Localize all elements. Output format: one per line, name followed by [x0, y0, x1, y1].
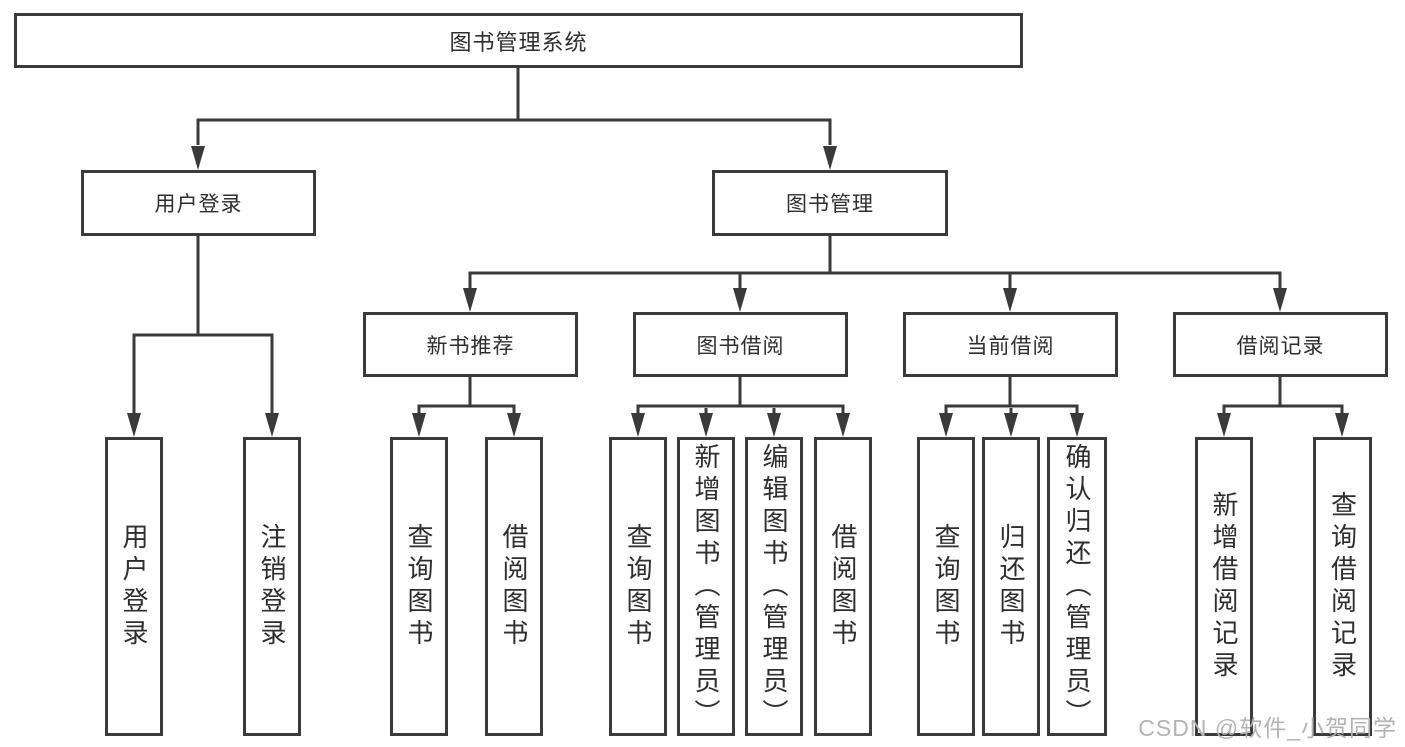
node-label: 新书推荐 [426, 334, 515, 358]
node-label: 归还图书 [996, 522, 1026, 651]
arrowhead [191, 146, 205, 170]
leaf-edit-book-admin: 编辑图书（管理员） [745, 437, 803, 736]
connector-arrowheads [127, 146, 1349, 437]
node-label: 借阅图书 [828, 522, 858, 651]
arrowhead [1273, 288, 1287, 312]
node-label: 图书管理 [786, 193, 874, 216]
leaf-user-login: 用户登录 [105, 437, 163, 736]
node-label: 新增图书（管理员） [691, 442, 721, 731]
node-label: 借阅图书 [499, 522, 529, 651]
arrowhead [1335, 413, 1349, 437]
arrowhead [767, 413, 781, 437]
arrowhead [823, 146, 837, 170]
arrowhead [265, 413, 279, 437]
node-library-system: 图书管理系统 [14, 13, 1023, 68]
arrowhead [412, 413, 426, 437]
leaf-query-books-current: 查询图书 [917, 437, 975, 736]
leaf-add-borrow-record: 新增借阅记录 [1195, 437, 1253, 736]
node-label: 查询图书 [404, 522, 434, 651]
node-label: 当前借阅 [966, 334, 1055, 358]
node-label: 查询图书 [623, 522, 653, 651]
node-label: 用户登录 [119, 522, 149, 651]
leaf-add-book-admin: 新增图书（管理员） [677, 437, 735, 736]
node-label: 借阅记录 [1236, 334, 1325, 358]
leaf-borrow-books-recommend: 借阅图书 [485, 437, 543, 736]
arrowhead [1070, 413, 1084, 437]
leaf-return-book: 归还图书 [982, 437, 1040, 736]
edge-level3-bar [468, 271, 1282, 289]
leaf-query-books-recommend: 查询图书 [390, 437, 448, 736]
node-label: 确认归还（管理员） [1062, 442, 1092, 731]
node-label: 新增借阅记录 [1209, 490, 1239, 683]
edge-borrowing-bar [636, 404, 845, 414]
edge-records-bar [1222, 404, 1344, 414]
arrowhead [463, 288, 477, 312]
node-label: 查询图书 [931, 522, 961, 651]
leaf-query-borrow-record: 查询借阅记录 [1313, 437, 1372, 736]
arrowhead [733, 288, 747, 312]
node-book-borrowing: 图书借阅 [633, 312, 848, 377]
csdn-watermark: CSDN @软件_小贺同学 [1138, 715, 1397, 741]
arrowhead [1217, 413, 1231, 437]
leaf-logout: 注销登录 [243, 437, 301, 736]
arrowhead [507, 413, 521, 437]
node-label: 图书管理系统 [449, 29, 588, 55]
arrowhead [127, 413, 141, 437]
node-label: 图书借阅 [696, 334, 785, 358]
arrowhead [631, 413, 645, 437]
node-borrowing-records: 借阅记录 [1173, 312, 1388, 377]
node-book-management: 图书管理 [712, 170, 948, 236]
connector-edges [132, 68, 1344, 414]
edge-userlogin-bar [132, 333, 274, 414]
node-label: 查询借阅记录 [1327, 490, 1358, 683]
edge-level2-bar [196, 118, 832, 145]
arrowhead [1004, 413, 1018, 437]
arrowhead [939, 413, 953, 437]
arrowhead [836, 413, 850, 437]
arrowhead [699, 413, 713, 437]
leaf-query-books-borrowing: 查询图书 [609, 437, 667, 736]
node-label: 注销登录 [257, 522, 287, 651]
edge-newbook-bar [417, 404, 516, 414]
edge-current-bar [944, 404, 1079, 414]
arrowhead [1003, 288, 1017, 312]
leaf-confirm-return-admin: 确认归还（管理员） [1047, 437, 1107, 736]
node-label: 用户登录 [154, 193, 243, 216]
node-current-borrowing: 当前借阅 [903, 312, 1118, 377]
node-new-book-recommend: 新书推荐 [363, 312, 578, 377]
node-user-login: 用户登录 [81, 170, 316, 236]
node-label: 编辑图书（管理员） [759, 442, 789, 731]
leaf-borrow-books-borrowing: 借阅图书 [814, 437, 872, 736]
